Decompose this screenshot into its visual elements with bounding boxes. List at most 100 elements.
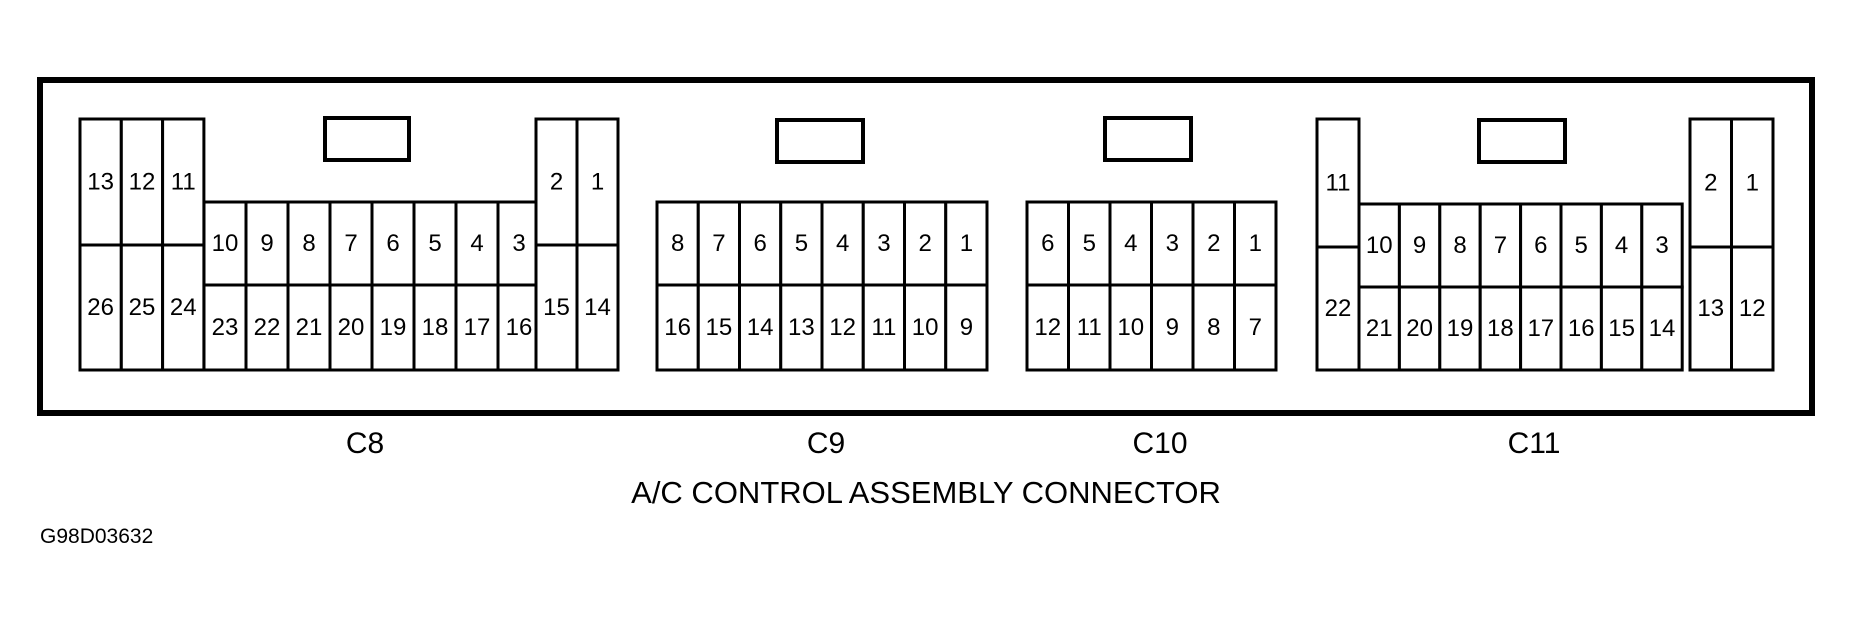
pin-number: 15 bbox=[706, 314, 733, 341]
c8-middle-cell bbox=[370, 283, 416, 372]
c9-middle-cell bbox=[944, 200, 989, 287]
c9-lock-tab bbox=[775, 118, 865, 164]
c8-lock-tab bbox=[323, 116, 411, 162]
pin-number: 11 bbox=[1326, 170, 1351, 197]
c11-right-cell bbox=[1688, 245, 1733, 372]
c8-middle-cell bbox=[244, 283, 290, 372]
c11-middle-cell bbox=[1519, 202, 1563, 289]
pin-number: 6 bbox=[386, 230, 399, 257]
c8-middle-cell bbox=[202, 200, 248, 287]
c11-right-cell bbox=[1730, 245, 1775, 372]
pin-number: 15 bbox=[543, 294, 570, 321]
diagram-title: A/C CONTROL ASSEMBLY CONNECTOR bbox=[631, 475, 1221, 510]
pin-number: 19 bbox=[380, 314, 407, 341]
pin-number: 16 bbox=[1568, 315, 1595, 342]
pin-number: 12 bbox=[1739, 295, 1766, 322]
pin-number: 15 bbox=[1608, 315, 1635, 342]
c11-middle-cell bbox=[1438, 202, 1482, 289]
pin-number: 1 bbox=[960, 230, 973, 257]
pin-number: 9 bbox=[960, 314, 973, 341]
pin-number: 22 bbox=[1325, 295, 1352, 322]
pin-number: 16 bbox=[506, 314, 533, 341]
pin-number: 22 bbox=[254, 314, 281, 341]
c11-middle-cell bbox=[1357, 202, 1401, 289]
pin-number: 10 bbox=[212, 230, 239, 257]
c10-middle-cell bbox=[1233, 200, 1278, 287]
pin-number: 4 bbox=[1615, 232, 1628, 259]
c8-left-cell bbox=[78, 243, 123, 372]
pin-number: 8 bbox=[302, 230, 315, 257]
pin-number: 3 bbox=[877, 230, 890, 257]
c8-left-cell bbox=[119, 243, 165, 372]
c8-middle-cell bbox=[286, 283, 332, 372]
pin-number: 4 bbox=[1124, 230, 1137, 257]
c9-middle-cell bbox=[903, 200, 948, 287]
pin-number: 23 bbox=[212, 314, 239, 341]
c8-middle-cell bbox=[244, 200, 290, 287]
c11-right-cell bbox=[1730, 117, 1775, 249]
pin-number: 6 bbox=[1534, 232, 1547, 259]
pin-number: 18 bbox=[1487, 315, 1514, 342]
pin-number: 2 bbox=[1207, 230, 1220, 257]
pin-number: 1 bbox=[591, 169, 604, 196]
pin-number: 21 bbox=[296, 314, 323, 341]
pin-number: 6 bbox=[753, 230, 766, 257]
pin-number: 6 bbox=[1041, 230, 1054, 257]
c11-middle-cell bbox=[1559, 202, 1603, 289]
pin-number: 19 bbox=[1447, 315, 1474, 342]
pin-number: 14 bbox=[1649, 315, 1676, 342]
c11-middle-cell bbox=[1357, 285, 1401, 372]
c10-middle-cell bbox=[1067, 283, 1112, 372]
c8-middle-cell bbox=[202, 283, 248, 372]
pin-number: 2 bbox=[918, 230, 931, 257]
pin-cells bbox=[78, 117, 1775, 372]
pin-number: 24 bbox=[170, 294, 197, 321]
c9-middle-cell bbox=[696, 283, 741, 372]
connector-label-c9: C9 bbox=[807, 427, 845, 460]
c9-middle-cell bbox=[655, 283, 700, 372]
pin-number: 9 bbox=[1166, 314, 1179, 341]
pin-number: 17 bbox=[1527, 315, 1554, 342]
pin-number: 12 bbox=[1034, 314, 1061, 341]
pin-number: 7 bbox=[1494, 232, 1507, 259]
c10-middle-cell bbox=[1233, 283, 1278, 372]
pin-number: 17 bbox=[464, 314, 491, 341]
c11-middle-cell bbox=[1559, 285, 1603, 372]
assembly-housing bbox=[37, 77, 1815, 416]
c11-right-cell bbox=[1688, 117, 1733, 249]
pin-number: 7 bbox=[344, 230, 357, 257]
c8-left-cell bbox=[161, 243, 206, 372]
c11-middle-cell bbox=[1640, 285, 1684, 372]
pin-number: 18 bbox=[422, 314, 449, 341]
connector-label-c8: C8 bbox=[346, 427, 384, 460]
figure-id: G98D03632 bbox=[40, 525, 153, 548]
c8-middle-cell bbox=[286, 200, 332, 287]
connector-label-c11: C11 bbox=[1508, 427, 1561, 460]
pin-number: 3 bbox=[512, 230, 525, 257]
pin-number: 3 bbox=[1655, 232, 1668, 259]
pin-number: 5 bbox=[428, 230, 441, 257]
pin-number: 8 bbox=[1207, 314, 1220, 341]
c11-lock-tab bbox=[1477, 118, 1567, 164]
c8-middle-cell bbox=[454, 283, 500, 372]
pin-number: 25 bbox=[129, 294, 156, 321]
pin-number: 26 bbox=[87, 294, 114, 321]
c11-middle-cell bbox=[1640, 202, 1684, 289]
c9-middle-cell bbox=[655, 200, 700, 287]
pin-number: 1 bbox=[1249, 230, 1262, 257]
pin-number: 11 bbox=[171, 169, 196, 196]
pin-number: 4 bbox=[470, 230, 483, 257]
pin-number: 13 bbox=[788, 314, 815, 341]
pin-number: 9 bbox=[1413, 232, 1426, 259]
c8-middle-cell bbox=[496, 283, 542, 372]
pin-number: 20 bbox=[338, 314, 365, 341]
c8-right-cell bbox=[575, 243, 620, 372]
pin-number: 14 bbox=[584, 294, 611, 321]
c10-middle-cell bbox=[1108, 283, 1153, 372]
pin-number: 2 bbox=[550, 169, 563, 196]
pin-number: 12 bbox=[129, 169, 156, 196]
pin-number: 11 bbox=[871, 314, 896, 341]
pin-number: 4 bbox=[836, 230, 849, 257]
c11-left-cell bbox=[1315, 245, 1361, 372]
pin-number: 5 bbox=[795, 230, 808, 257]
